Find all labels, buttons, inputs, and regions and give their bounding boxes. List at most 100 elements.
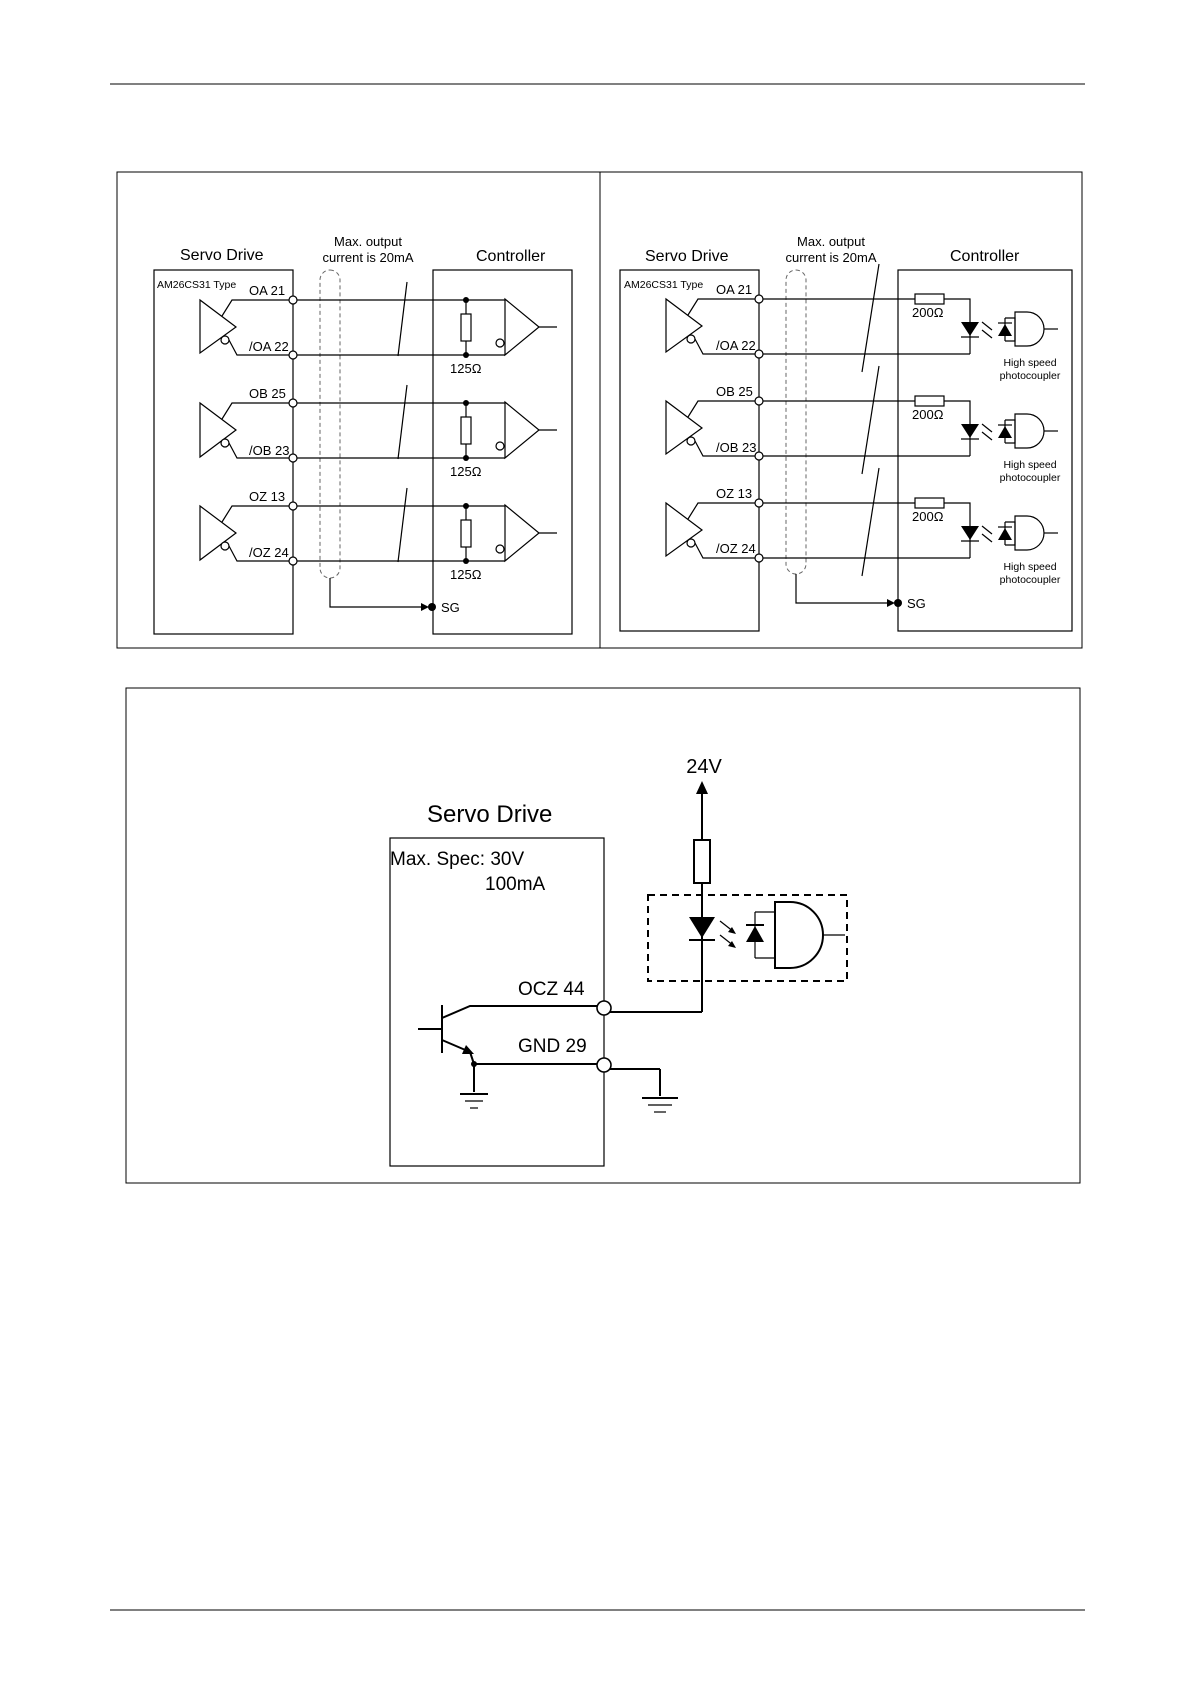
line-receiver-a: [504, 297, 540, 357]
supply-voltage-label: 24V: [686, 756, 722, 778]
spec-label-line2: current is 20mA: [322, 250, 413, 265]
series-resistor-a: [914, 293, 945, 305]
photocoupler-box: [647, 894, 848, 982]
wire: [687, 298, 759, 316]
break-mark: [397, 487, 408, 563]
break-mark: [861, 263, 880, 373]
emitter-arrow: [462, 1045, 474, 1054]
servo-drive-box: [153, 269, 294, 635]
ray-head: [728, 927, 736, 934]
terminating-resistor-z: [460, 519, 472, 548]
channel-z: OZ 13 /OZ 24 200Ω High speed: [665, 467, 1061, 586]
photocoupler-label-2: photocoupler: [1000, 472, 1061, 484]
pin-label-ob25: OB 25: [716, 384, 753, 399]
sg-arrowhead: [887, 599, 895, 607]
photo-gate: [1014, 413, 1045, 449]
led-diode: [961, 526, 979, 540]
controller-box: [897, 269, 1073, 632]
terminal-ocz44: [596, 1000, 612, 1016]
line-receiver-b: [504, 400, 540, 460]
diagram-open-collector: 24V Servo Drive Max. Spec: 30V 100mA OCZ…: [125, 687, 1081, 1184]
controller-title: Controller: [476, 248, 546, 265]
light-ray: [981, 431, 993, 441]
shield-drain-wire: [795, 574, 893, 604]
pin-label-oa22: /OA 22: [716, 338, 756, 353]
break-mark: [397, 384, 408, 460]
controller-box: [432, 269, 573, 635]
bottom-figure-frame: [125, 687, 1081, 1184]
led-diode: [961, 322, 979, 336]
line-driver-a: [665, 297, 704, 354]
resistor-label-z: 125Ω: [450, 567, 482, 582]
coupler-gate: [774, 901, 824, 969]
coupler-led: [689, 917, 715, 938]
pin-label-oa21: OA 21: [716, 282, 752, 297]
channel-a: OA 21 /OA 22 200Ω High speed: [665, 263, 1061, 382]
spec-label-line1: Max. output: [334, 234, 402, 249]
servo-drive-title: Servo Drive: [427, 801, 552, 828]
driver-inverter-bubble: [220, 335, 230, 345]
pin-label-oz13: OZ 13: [716, 486, 752, 501]
terminal-oz13: [288, 501, 298, 511]
wire: [228, 545, 293, 562]
diagram-line-receiver: Servo Drive Max. output current is 20mA …: [153, 234, 573, 635]
photocoupler-label-2: photocoupler: [1000, 574, 1061, 586]
pin-label-oz13: OZ 13: [249, 489, 285, 504]
terminal-ob25: [754, 396, 764, 406]
photocoupler-label-1: High speed: [1003, 357, 1056, 369]
line-driver-z: [665, 501, 704, 558]
driver-inverter-bubble: [686, 436, 696, 446]
spec-voltage: Max. Spec: 30V: [390, 849, 524, 870]
light-ray: [981, 423, 993, 433]
receiver-inverter-bubble: [495, 338, 505, 348]
transistor-collector: [441, 1005, 604, 1019]
photocoupler-label-1: High speed: [1003, 459, 1056, 471]
shielded-cable: [785, 269, 807, 575]
terminating-resistor-b: [460, 416, 472, 445]
light-ray: [981, 321, 993, 331]
line-driver-z: [199, 504, 237, 562]
wire: [687, 400, 759, 418]
resistor-label-b: 125Ω: [450, 464, 482, 479]
sg-arrowhead: [421, 603, 429, 611]
terminal-oz24: [288, 556, 298, 566]
light-ray: [981, 329, 993, 339]
break-mark: [861, 467, 880, 577]
break-mark: [861, 365, 880, 475]
driver-type-label: AM26CS31 Type: [624, 279, 703, 291]
driver-inverter-bubble: [220, 438, 230, 448]
pull-up-resistor: [693, 839, 711, 884]
terminal-gnd29: [596, 1057, 612, 1073]
wire: [221, 505, 293, 523]
sg-node: [428, 603, 436, 611]
servo-drive-box: [619, 269, 760, 632]
terminal-ob23: [754, 451, 764, 461]
shield-drain-wire: [329, 578, 427, 608]
receiver-inverter-bubble: [495, 441, 505, 451]
channel-b: OB 25 /OB 23 125Ω: [199, 384, 557, 479]
terminal-oz24: [754, 553, 764, 563]
channel-b: OB 25 /OB 23 200Ω High speed: [665, 365, 1061, 484]
pin-label-ob25: OB 25: [249, 386, 286, 401]
terminal-ob23: [288, 453, 298, 463]
sg-label: SG: [441, 600, 460, 615]
pin-label-gnd29: GND 29: [518, 1036, 587, 1057]
diagram-photocoupler-receiver: Servo Drive Max. output current is 20mA …: [619, 234, 1073, 632]
wire: [228, 339, 293, 356]
resistor-label-a: 200Ω: [912, 305, 944, 320]
ray-head: [728, 941, 736, 948]
spec-current: 100mA: [485, 874, 546, 895]
resistor-label-b: 200Ω: [912, 407, 944, 422]
line-driver-a: [199, 298, 238, 355]
light-ray: [981, 525, 993, 535]
spec-label-line2: current is 20mA: [785, 250, 876, 265]
resistor-label-a: 125Ω: [450, 361, 482, 376]
break-mark: [397, 281, 408, 357]
driver-inverter-bubble: [686, 538, 696, 548]
terminal-oa22: [754, 349, 764, 359]
series-resistor-b: [914, 395, 945, 407]
sg-node: [894, 599, 902, 607]
terminal-oz13: [754, 498, 764, 508]
pin-label-ob23: /OB 23: [716, 440, 756, 455]
wire: [687, 502, 759, 520]
